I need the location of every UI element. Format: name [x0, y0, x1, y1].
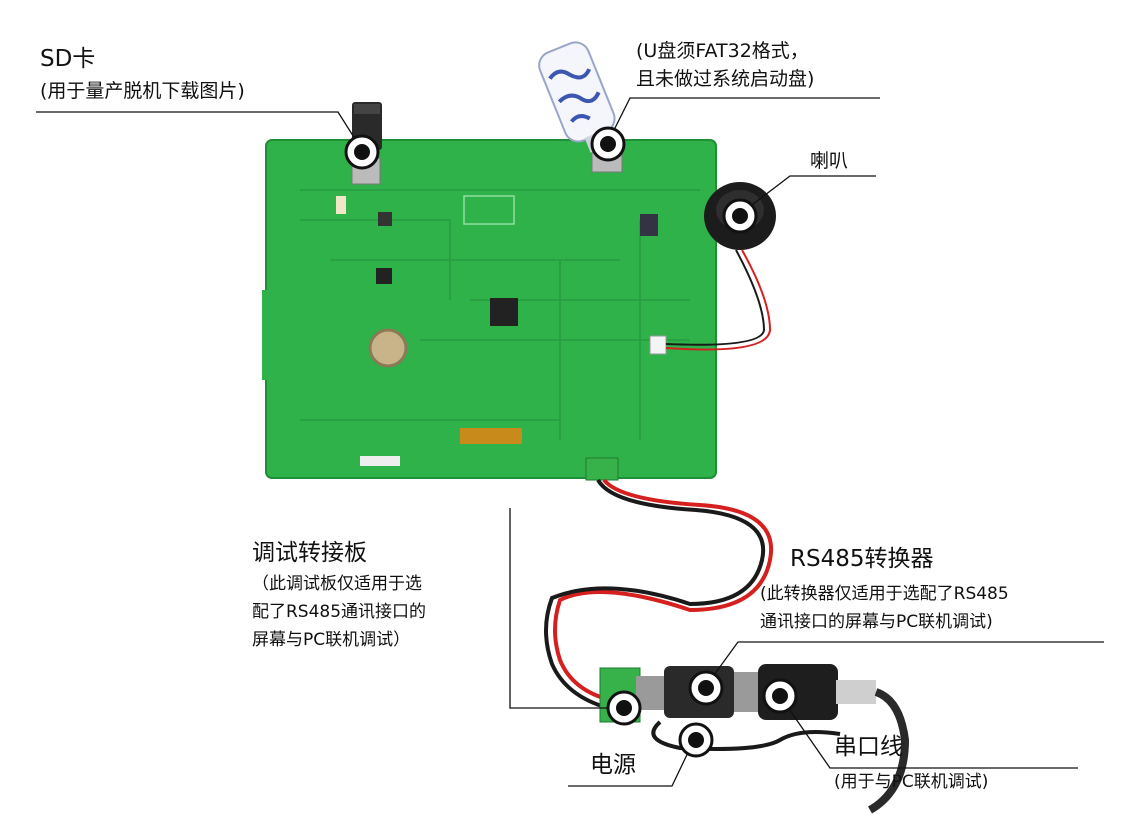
debug-board-title: 调试转接板 [252, 540, 367, 566]
marker-sd [344, 134, 380, 170]
serial-cable-note: (用于与PC联机调试) [834, 772, 989, 792]
speaker-wire-red [665, 249, 772, 351]
marker-rs485 [688, 670, 724, 706]
marker-debug [606, 690, 642, 726]
usb-note-line1: (U盘须FAT32格式， [636, 40, 809, 62]
debug-board-note-1: （此调试板仅适用于选 [252, 574, 422, 594]
leader-debug [509, 508, 622, 709]
sd-card-title: SD卡 [40, 46, 96, 72]
rs485-converter [599, 664, 876, 723]
leader-usb [607, 97, 880, 143]
marker-usb [590, 126, 626, 162]
power-label: 电源 [590, 752, 636, 778]
rs485-converter-title: RS485转换器 [790, 546, 934, 572]
power-cable [651, 720, 841, 751]
leader-rs485 [705, 641, 1104, 687]
marker-speaker [722, 198, 758, 234]
rs485-converter-note-2: 通讯接口的屏幕与PC联机调试) [760, 612, 993, 632]
debug-board-note-3: 屏幕与PC联机调试） [252, 630, 411, 650]
marker-serial [762, 678, 798, 714]
pcb-board [262, 139, 717, 481]
marker-power [678, 722, 714, 758]
rs485-converter-note-1: (此转换器仅适用于选配了RS485 [760, 584, 1009, 604]
rs485-cable-black [544, 478, 766, 710]
usb-stick [538, 41, 616, 153]
markers [344, 126, 798, 758]
speaker-wire-black [665, 249, 766, 346]
speaker-label: 喇叭 [810, 150, 849, 172]
leader-lines [36, 97, 1104, 787]
sd-card-note: (用于量产脱机下载图片) [40, 80, 245, 102]
rs485-cable-red [553, 478, 774, 702]
usb-note-line2: 且未做过系统启动盘) [636, 68, 815, 90]
leader-speaker [739, 175, 876, 215]
leader-serial [779, 695, 1078, 769]
leader-power [568, 739, 695, 787]
serial-cable-title: 串口线 [834, 734, 903, 760]
debug-board-note-2: 配了RS485通讯接口的 [252, 602, 427, 622]
serial-cable [867, 688, 910, 814]
